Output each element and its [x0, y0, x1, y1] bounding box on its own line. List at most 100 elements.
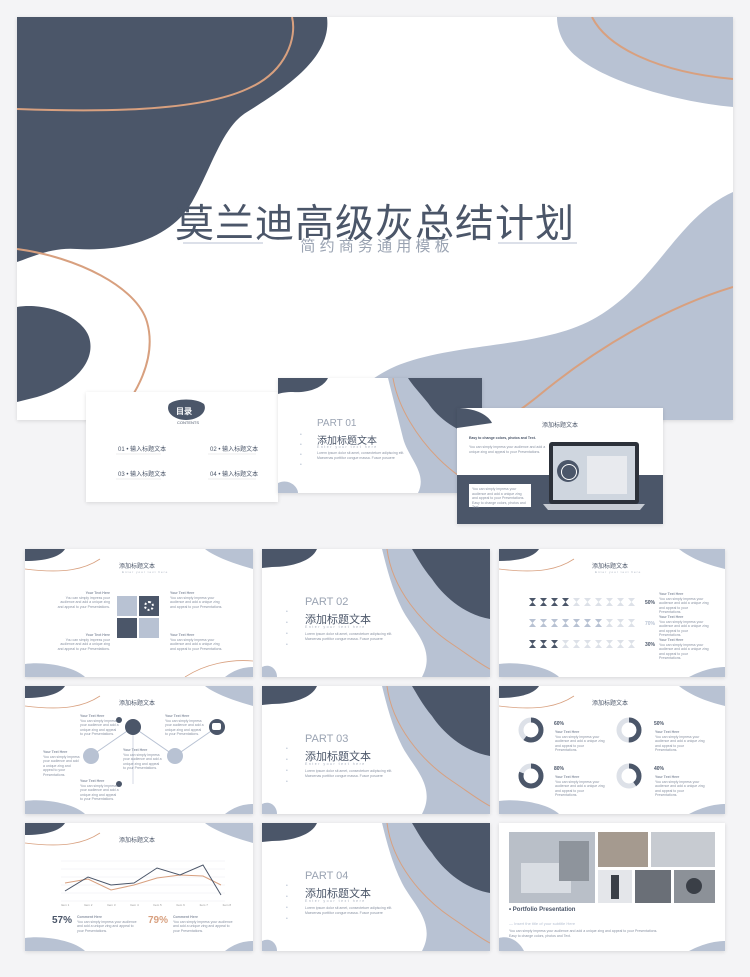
part02-shapes [262, 549, 490, 677]
line-chart-pct-1: 57% [52, 915, 73, 926]
chat-icon [212, 723, 221, 730]
hourglass-icon [573, 598, 580, 606]
donut-arc [518, 763, 544, 789]
portfolio-body: You can simply impress your audience and… [509, 929, 658, 938]
hourglass-icon [562, 598, 569, 606]
toc-item-2[interactable]: 02 • 输入标题文本 [210, 447, 259, 453]
globe-icon [561, 464, 577, 480]
hourglass-icon [617, 640, 624, 648]
network-title: 添加标题文本 [119, 701, 156, 707]
part01-sub: Enter your text here [317, 445, 378, 449]
hourglass-icon [540, 640, 547, 648]
hourglass-icon [606, 598, 613, 606]
donut-pct-4: 40% [654, 766, 665, 772]
hourglass-icon [562, 640, 569, 648]
donut-shapes [499, 686, 725, 814]
part04-shapes [262, 823, 490, 951]
cover-slide[interactable]: 莫兰迪高级灰总结计划 简 约 商 务 通 用 模 板 [17, 17, 733, 420]
portfolio-sub: — Insert the title of your subtitle Here [509, 921, 576, 926]
hourglass-icon [573, 640, 580, 648]
part03-slide[interactable]: PART 03 添加标题文本 Enter your text here Lore… [262, 686, 490, 814]
hourglass-pct-2: 70% [645, 621, 656, 627]
donut-pct-3: 80% [554, 766, 565, 772]
part03-sub: Enter your text here [305, 762, 366, 766]
laptop-shapes [457, 408, 663, 524]
part04-dots: •••• [286, 883, 288, 922]
hourglass-icon [584, 598, 591, 606]
part02-slide[interactable]: PART 02 添加标题文本 Enter your text here Lore… [262, 549, 490, 677]
part01-title: 添加标题文本 [317, 436, 377, 447]
part03-body: Lorem ipsum dolor sit amet, consectetuer… [305, 769, 393, 778]
puzzle-slide[interactable]: 添加标题文本 Enter your text here Your Text He… [25, 549, 253, 677]
part04-sub: Enter your text here [305, 899, 366, 903]
hourglass-icon [628, 598, 635, 606]
hourglass-icon [540, 619, 547, 627]
donut-arc [616, 763, 642, 789]
hourglass-icon [573, 619, 580, 627]
portfolio-title: • Portfolio Presentation [509, 907, 576, 913]
laptop-slide-title: 添加标题文本 [542, 423, 579, 429]
part01-shapes [278, 378, 482, 493]
cover-background-shapes [17, 17, 733, 420]
hourglass-icon [562, 619, 569, 627]
hourglass-icon [606, 640, 613, 648]
toc-slide[interactable]: 目录 CONTENTS 01 • 输入标题文本 02 • 输入标题文本 03 •… [86, 392, 278, 502]
part03-title: 添加标题文本 [305, 751, 371, 763]
hourglass-icon [529, 598, 536, 606]
line-chart-pct-2: 79% [148, 915, 169, 926]
part01-body: Lorem ipsum dolor sit amet, consectetuer… [317, 451, 405, 460]
toc-item-3[interactable]: 03 • 输入标题文本 [118, 472, 167, 478]
portfolio-photos [499, 832, 725, 951]
part02-dots: •••• [286, 609, 288, 648]
part04-body: Lorem ipsum dolor sit amet, consectetuer… [305, 906, 393, 915]
donut-pct-2: 50% [654, 721, 665, 727]
part01-dots: •••• [300, 432, 302, 468]
hourglass-icon [551, 619, 558, 627]
donut-arc [616, 717, 642, 743]
hourglass-icon [606, 619, 613, 627]
puzzle-title: 添加标题文本 [119, 564, 156, 570]
laptop-slide[interactable]: 添加标题文本 Easy to change colors, photos and… [457, 408, 663, 524]
hourglass-slide[interactable]: 添加标题文本 Enter your text here 50% 70% 30% … [499, 549, 725, 677]
toc-item-1[interactable]: 01 • 输入标题文本 [118, 447, 167, 453]
hourglass-icon [595, 598, 602, 606]
portfolio-slide[interactable]: • Portfolio Presentation — Insert the ti… [499, 823, 725, 951]
donut-arc [518, 717, 544, 743]
hourglass-icon [551, 598, 558, 606]
hourglass-icon [595, 619, 602, 627]
hourglass-sub: Enter your text here [595, 570, 642, 574]
part01-slide[interactable]: PART 01 添加标题文本 Enter your text here Lore… [278, 378, 482, 493]
hourglass-icon [617, 598, 624, 606]
part03-label: PART 03 [305, 733, 349, 745]
part02-label: PART 02 [305, 596, 349, 608]
part04-slide[interactable]: PART 04 添加标题文本 Enter your text here Lore… [262, 823, 490, 951]
laptop-heading: Easy to change colors, photos and Text. [469, 436, 536, 440]
hourglass-icon [595, 640, 602, 648]
cover-subtitle: 简 约 商 务 通 用 模 板 [300, 238, 450, 255]
part02-sub: Enter your text here [305, 625, 366, 629]
toc-item-4[interactable]: 04 • 输入标题文本 [210, 472, 259, 478]
part01-label: PART 01 [317, 418, 357, 429]
hourglass-icon [617, 619, 624, 627]
network-shapes [25, 686, 253, 814]
puzzle-shapes [25, 549, 253, 677]
laptop-box-text: You can simply impress your audience and… [472, 487, 526, 509]
hourglass-icon [529, 619, 536, 627]
